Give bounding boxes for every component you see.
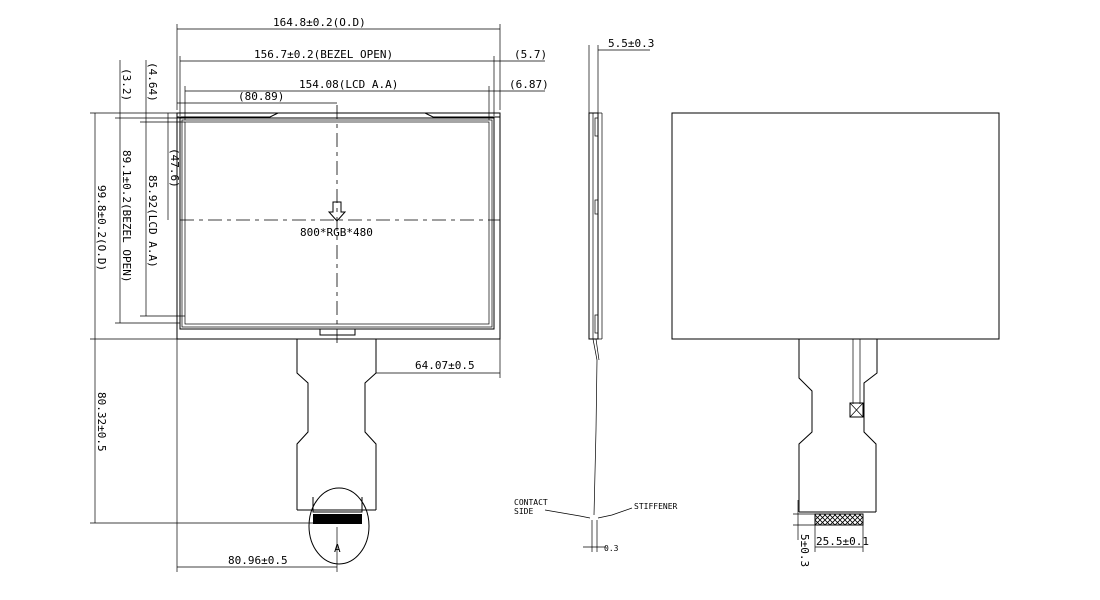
fpc-thickness-label: 0.3: [604, 544, 619, 553]
right-offset-aa-label: (6.87): [509, 78, 549, 91]
right-offset-bezel-label: (5.7): [514, 48, 547, 61]
connector-tab: [319, 328, 356, 336]
fpc-length-label: 80.32±0.5: [95, 392, 108, 452]
detail-a-label: A: [334, 542, 341, 555]
back-contact-pads: [814, 513, 864, 526]
back-connector: [849, 402, 864, 418]
contact-side-label-1: CONTACT: [514, 498, 548, 507]
dimension-lcd-aa-height: 85.92(LCD A.A): [140, 121, 185, 317]
top-step-right: [424, 112, 500, 118]
back-view: 25.5±0.1 5±0.3: [671, 112, 1000, 567]
back-outline: [671, 112, 1000, 340]
detail-a-circle: [308, 487, 370, 565]
dimension-fpc-offset-x: 80.96±0.5: [176, 339, 338, 572]
side-profile: [588, 112, 599, 340]
dimension-bezel-open-height: 89.1±0.2(BEZEL OPEN): [115, 117, 180, 324]
back-fpc-left: [798, 339, 813, 512]
stiffener-leader: [597, 507, 633, 519]
fpc-tail: [312, 497, 363, 513]
fpc-right-offset-label: 64.07±0.5: [415, 359, 475, 372]
back-fpc-right: [863, 339, 878, 512]
contact-side-leader: [544, 509, 591, 519]
side-view: 5.5±0.3 CONTACT SIDE STIFFENER 0.3: [514, 37, 678, 553]
top-offset-1-label: (3.2): [120, 68, 133, 101]
lcd-aa-height-label: 85.92(LCD A.A): [146, 175, 159, 268]
side-fpc: [592, 338, 598, 516]
down-arrow-icon: [327, 201, 347, 222]
stiffener-label: STIFFENER: [634, 502, 678, 511]
dimension-fpc-right: 64.07±0.5: [376, 339, 501, 378]
contact-length-label: 5±0.3: [798, 534, 811, 567]
dimension-bezel-open-width: 156.7±0.2(BEZEL OPEN): [179, 48, 495, 116]
fpc-right-edge: [364, 339, 377, 510]
od-width-label: 164.8±0.2(O.D): [273, 16, 366, 29]
lcd-aa-width-label: 154.08(LCD A.A): [299, 78, 398, 91]
od-height-label: 99.8±0.2(O.D): [95, 185, 108, 271]
module-outline: [176, 112, 501, 340]
thickness-label: 5.5±0.3: [608, 37, 654, 50]
center-offset-x-label: (80.89): [238, 90, 284, 103]
resolution-label: 800*RGB*480: [300, 226, 373, 239]
front-view: 800*RGB*480 A 164.8±0.2(O.D) 156.7±0.2(B…: [90, 16, 549, 572]
contact-width-label: 25.5±0.1: [816, 535, 869, 548]
top-offset-2-label: (4.64): [146, 62, 159, 102]
fpc-left-edge: [296, 339, 309, 510]
center-offset-y-label: (47.6): [168, 148, 181, 188]
dimension-fpc-length: 80.32±0.5: [90, 339, 313, 524]
dimension-od-width: 164.8±0.2(O.D): [176, 16, 501, 110]
fpc-contact-pads: [313, 514, 362, 524]
bezel-open-height-label: 89.1±0.2(BEZEL OPEN): [120, 150, 133, 282]
fpc-offset-x-label: 80.96±0.5: [228, 554, 288, 567]
dimension-right-offsets: (5.7) (6.87): [489, 48, 549, 92]
dimension-center-x: (80.89): [177, 90, 337, 104]
bezel-open-width-label: 156.7±0.2(BEZEL OPEN): [254, 48, 393, 61]
contact-side-label-2: SIDE: [514, 507, 533, 516]
dimension-center-y: (47.6): [167, 113, 181, 220]
lcd-active-area-outer: [181, 119, 493, 328]
top-step-left: [177, 112, 279, 118]
dimension-top-offsets: (3.2) (4.64): [119, 60, 159, 122]
dimension-od-height: 99.8±0.2(O.D): [90, 112, 177, 340]
